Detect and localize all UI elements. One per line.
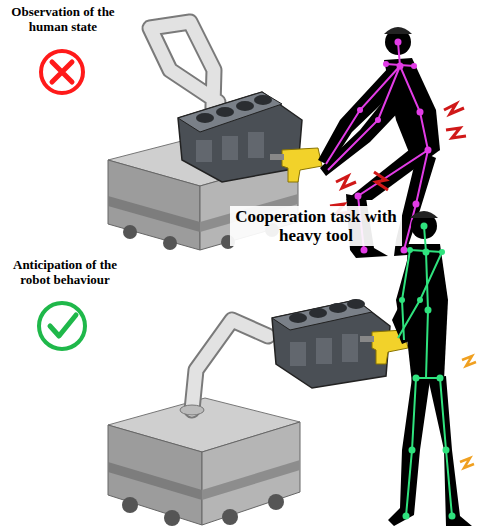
robot-base xyxy=(108,425,202,525)
drill-tool xyxy=(360,336,374,342)
skeleton-joints xyxy=(375,117,381,123)
skeleton-overlay xyxy=(328,66,400,170)
engine-block xyxy=(329,303,347,313)
check-symbol xyxy=(39,303,85,349)
robot-base xyxy=(108,462,202,500)
panel-heading: Anticipation of the robot behaviour xyxy=(0,258,130,287)
check-symbol xyxy=(50,315,76,336)
engine-block xyxy=(196,140,212,162)
skeleton-overlay xyxy=(406,378,416,516)
robot-arm xyxy=(180,405,204,415)
human-silhouette xyxy=(384,27,412,34)
drill-tool xyxy=(270,154,284,160)
engine-block xyxy=(178,92,302,182)
skeleton-joints xyxy=(439,249,445,255)
human-silhouette xyxy=(428,376,472,526)
engine-block xyxy=(347,299,365,309)
robot-arm xyxy=(192,320,268,410)
strain-marks xyxy=(462,356,476,366)
cross-symbol xyxy=(41,51,83,93)
engine-block xyxy=(309,308,327,318)
drill-tool xyxy=(270,148,322,182)
robot-base xyxy=(122,497,138,513)
drill-tool xyxy=(282,148,322,182)
strain-marks xyxy=(330,104,466,214)
cross-symbol xyxy=(41,51,83,93)
robot-base xyxy=(108,160,200,250)
skeleton-joints xyxy=(355,193,362,200)
engine-block xyxy=(196,113,214,123)
skeleton-joints xyxy=(425,307,432,314)
skeleton-joints xyxy=(399,297,405,303)
skeleton-joints xyxy=(443,447,450,454)
skeleton-joints xyxy=(403,513,410,520)
engine-block xyxy=(248,132,264,158)
skeleton-joints xyxy=(449,513,456,520)
skeleton-joints xyxy=(437,375,444,382)
strain-marks xyxy=(460,458,474,468)
check-symbol xyxy=(39,303,85,349)
skeleton-joints xyxy=(413,375,420,382)
robot-base xyxy=(202,460,300,500)
skeleton-overlay xyxy=(402,250,410,340)
engine-block xyxy=(289,313,307,323)
skeleton-joints xyxy=(411,63,417,69)
engine-block xyxy=(236,101,254,111)
skeleton-joints xyxy=(423,249,430,256)
skeleton-overlay xyxy=(416,377,440,379)
robot-arm xyxy=(192,320,268,410)
skeleton-overlay xyxy=(398,252,442,338)
skeleton-overlay xyxy=(326,66,400,164)
skeleton-overlay xyxy=(440,378,452,516)
skeleton-joints xyxy=(407,247,413,253)
skeleton-joints xyxy=(421,223,428,230)
robot-base xyxy=(163,236,177,250)
skeleton-joints xyxy=(425,147,432,154)
robot-arm xyxy=(180,320,268,415)
human-silhouette xyxy=(388,211,472,526)
robot-base xyxy=(222,509,238,525)
skeleton-joints xyxy=(395,39,402,46)
skeleton-joints xyxy=(401,247,408,254)
panel-heading: Observation of the human state xyxy=(0,5,126,34)
strain-marks xyxy=(336,176,356,188)
skeleton-joints xyxy=(383,61,389,67)
skeleton-joints xyxy=(397,63,404,70)
task-caption: Cooperation task with heavy tool xyxy=(230,206,402,246)
skeleton-joints xyxy=(399,223,456,520)
engine-block xyxy=(290,342,306,366)
robot-base xyxy=(268,494,284,510)
skeleton-joints xyxy=(357,107,363,113)
skeleton-joints xyxy=(409,447,416,454)
human-silhouette xyxy=(410,211,438,218)
engine-block xyxy=(254,95,272,105)
engine-block xyxy=(272,300,372,330)
human-silhouette xyxy=(388,378,430,526)
strain-marks xyxy=(374,172,388,190)
skeleton-overlay xyxy=(398,226,452,516)
skeleton-joints xyxy=(413,201,420,208)
skeleton-joints xyxy=(417,109,424,116)
robot-base xyxy=(164,510,180,526)
engine-block xyxy=(316,338,332,364)
engine-block xyxy=(342,334,358,362)
robot-base xyxy=(123,225,137,239)
robot-base xyxy=(108,196,200,232)
robot-base xyxy=(108,398,300,526)
engine-block xyxy=(178,92,302,182)
strain-marks xyxy=(460,356,476,468)
cross-symbol xyxy=(52,62,72,82)
strain-marks xyxy=(446,128,466,138)
engine-block xyxy=(222,136,238,160)
robot-base xyxy=(202,422,300,525)
skeleton-joints xyxy=(417,297,423,303)
engine-block xyxy=(216,107,234,117)
skeleton-joints xyxy=(361,247,368,254)
engine-block xyxy=(178,92,282,132)
human-silhouette xyxy=(392,276,426,344)
strain-marks xyxy=(444,104,464,114)
